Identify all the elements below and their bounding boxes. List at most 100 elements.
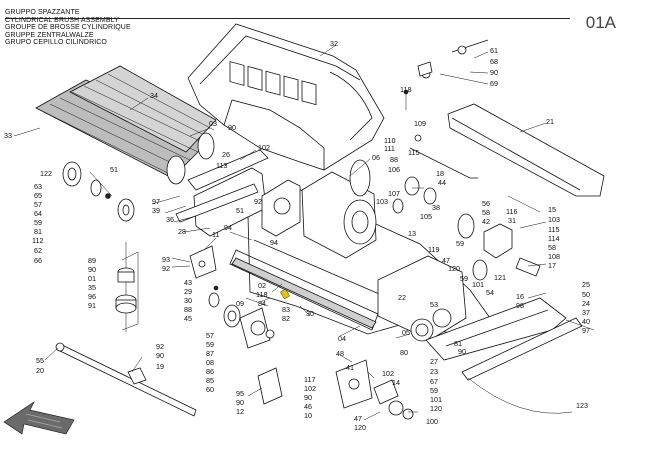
callout-33: 33 [4, 131, 12, 140]
lower-hub-stack [208, 285, 275, 349]
callout-13: 13 [408, 229, 416, 238]
callout-55: 55 [36, 356, 44, 365]
callout-101: 101 [472, 280, 484, 289]
callout-92-b: 92 [162, 264, 170, 273]
callout-90: 90 [490, 68, 498, 77]
table-code: 01A [585, 13, 616, 32]
front-skirt [447, 103, 605, 197]
callout-102-c: 102 [382, 369, 394, 378]
callout-40: 40 [582, 317, 590, 326]
callout-97: 97 [582, 326, 590, 335]
callout-105: 105 [420, 212, 432, 221]
callout-114: 114 [548, 234, 559, 243]
group-bracket-bearing [121, 251, 139, 331]
brush-hood-cover [187, 23, 385, 171]
callout-68: 68 [490, 57, 498, 66]
callout-115: 115 [408, 148, 419, 157]
title-de: GRUPPE ZENTRALWALZE [5, 31, 94, 39]
callout-96: 96 [88, 292, 96, 301]
callout-20: 20 [36, 366, 44, 375]
brush-motor [301, 159, 377, 259]
callout-87: 87 [206, 349, 214, 358]
callout-84: 84 [258, 299, 266, 308]
callout-116: 116 [506, 207, 517, 216]
callout-95: 95 [236, 389, 244, 398]
callout-24: 24 [582, 299, 590, 308]
callout-86: 86 [206, 367, 214, 376]
callout-106: 106 [388, 165, 400, 174]
callout-118-b: 118 [256, 290, 267, 299]
callout-43: 43 [184, 278, 192, 287]
callout-39: 39 [152, 206, 160, 215]
bearing-stack [115, 242, 137, 332]
callout-47-b: 47 [354, 414, 362, 423]
callout-51: 51 [110, 165, 118, 174]
callout-88-b: 88 [184, 305, 192, 314]
callout-19: 19 [156, 362, 164, 371]
callout-54: 54 [486, 288, 494, 297]
title-en: CYLINDRICAL BRUSH ASSEMBLY [5, 16, 119, 24]
callout-34: 34 [150, 91, 158, 100]
callout-37: 37 [582, 308, 590, 317]
callout-90-c: 90 [228, 123, 236, 132]
callout-29: 29 [184, 287, 192, 296]
callout-110: 110 [384, 136, 395, 145]
callout-08: 08 [206, 358, 214, 367]
callout-65: 65 [34, 191, 42, 200]
callout-53: 53 [430, 300, 438, 309]
callout-56: 56 [482, 199, 490, 208]
callout-51-b: 51 [236, 206, 244, 215]
callout-58-right: 58 [548, 243, 556, 252]
callout-94-b: 94 [270, 238, 278, 247]
callout-82: 82 [282, 314, 290, 323]
callout-69: 69 [490, 79, 498, 88]
callout-01: 01 [88, 274, 96, 283]
callout-15: 15 [548, 205, 556, 214]
callout-59-d: 59 [206, 340, 214, 349]
callout-81-b: 81 [34, 227, 42, 236]
callout-119: 119 [428, 245, 439, 254]
callout-115-right: 115 [548, 225, 559, 234]
callout-30-b: 30 [306, 309, 314, 318]
callout-02: 02 [258, 281, 266, 290]
callout-97-b: 97 [152, 197, 160, 206]
callout-22: 22 [398, 293, 406, 302]
callout-62: 62 [34, 246, 42, 255]
callout-85: 85 [206, 376, 214, 385]
callout-120: 120 [448, 264, 460, 273]
callout-45: 45 [184, 314, 192, 323]
callout-111: 111 [384, 144, 395, 153]
callout-12: 12 [236, 407, 244, 416]
callout-41: 41 [346, 363, 354, 372]
callout-120-c: 120 [430, 404, 442, 413]
callout-92: 92 [254, 197, 262, 206]
left-skirt-bracket [175, 149, 269, 223]
callout-100: 100 [426, 417, 438, 426]
callout-109: 109 [414, 119, 426, 128]
callout-59-e: 59 [430, 386, 438, 395]
callout-61: 61 [490, 46, 498, 55]
group-bracket-123 [467, 377, 573, 414]
callout-30: 30 [184, 296, 192, 305]
callout-31: 31 [508, 216, 516, 225]
title-block: GRUPPO SPAZZANTE CYLINDRICAL BRUSH ASSEM… [5, 9, 131, 47]
right-pulley-assembly [377, 213, 541, 342]
callout-09: 09 [236, 299, 244, 308]
callout-64: 64 [34, 209, 42, 218]
callout-107: 107 [388, 189, 400, 198]
direction-arrow [3, 401, 75, 435]
callout-32: 32 [330, 39, 338, 48]
callout-labels: 32 34 33 21 61 68 90 69 118 109 110 111 … [4, 39, 590, 432]
callout-25: 25 [582, 280, 590, 289]
callout-92-c: 92 [156, 342, 164, 351]
callout-122: 122 [40, 169, 52, 178]
callout-102: 102 [258, 143, 270, 152]
cylindrical-brush-pair [35, 65, 217, 185]
callout-60: 60 [206, 385, 214, 394]
callout-10: 10 [304, 411, 312, 420]
callout-18: 18 [436, 169, 444, 178]
callout-04: 04 [338, 334, 346, 343]
callout-90-d: 90 [88, 265, 96, 274]
callout-59-b: 59 [460, 274, 468, 283]
